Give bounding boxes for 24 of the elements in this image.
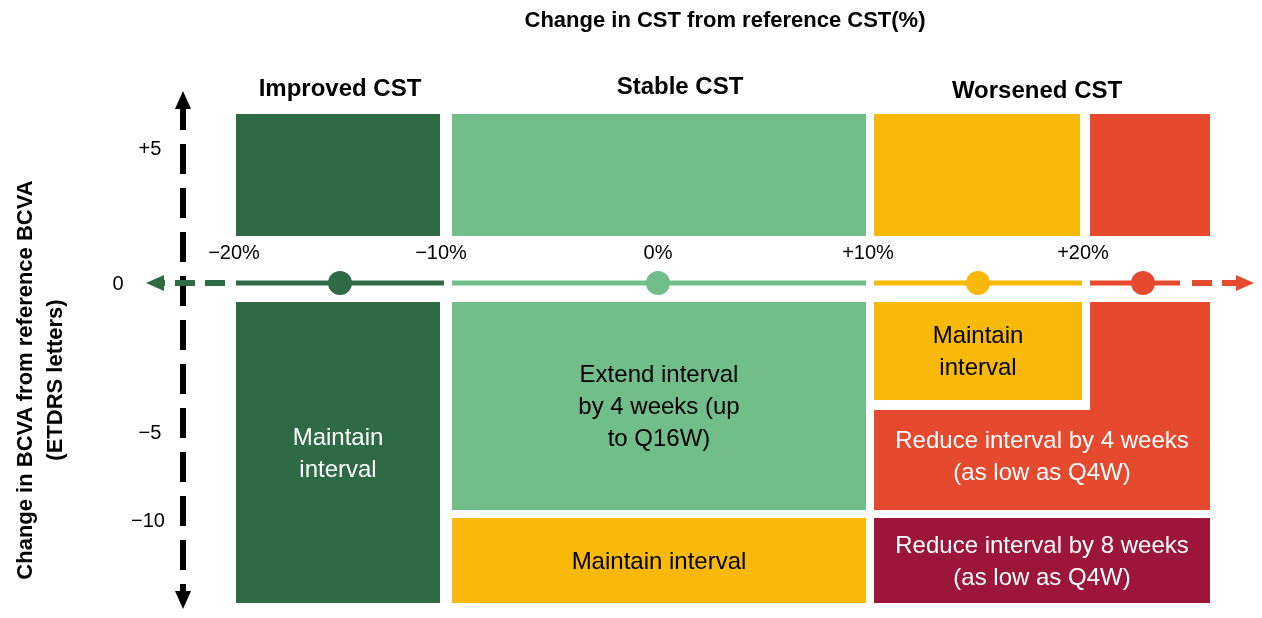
column-heading: Improved CST [258, 74, 422, 102]
decision-cell [874, 114, 1080, 236]
tick-label: 0% [643, 240, 673, 264]
decision-cell: Extend interval by 4 weeks (up to Q16W) [452, 302, 866, 510]
tick-label: +10% [842, 240, 894, 264]
axis-title: Change in BCVA from reference BCVA (ETDRS letters) [11, 179, 68, 582]
decision-cell: Maintain interval [452, 518, 866, 603]
decision-cell [236, 114, 440, 236]
tick-label: −20% [208, 240, 260, 264]
tick-label: +20% [1057, 240, 1109, 264]
tick-label: +5 [138, 136, 162, 160]
decision-cell [1090, 114, 1210, 236]
tick-label: −5 [138, 420, 162, 444]
decision-cell: Maintain interval [236, 302, 440, 603]
tick-label: −10 [131, 508, 165, 532]
tick-label: 0 [112, 271, 124, 295]
decision-cell: Maintain interval [874, 302, 1082, 400]
column-heading: Worsened CST [951, 76, 1123, 104]
column-heading: Stable CST [616, 72, 744, 100]
axis-title: Change in CST from reference CST(%) [524, 7, 926, 33]
decision-cell [452, 114, 866, 236]
tick-label: −10% [415, 240, 467, 264]
decision-cell: Reduce interval by 8 weeks (as low as Q4W) [874, 518, 1210, 603]
cell-text: Reduce interval by 4 weeks (as low as Q4W) [894, 425, 1190, 487]
